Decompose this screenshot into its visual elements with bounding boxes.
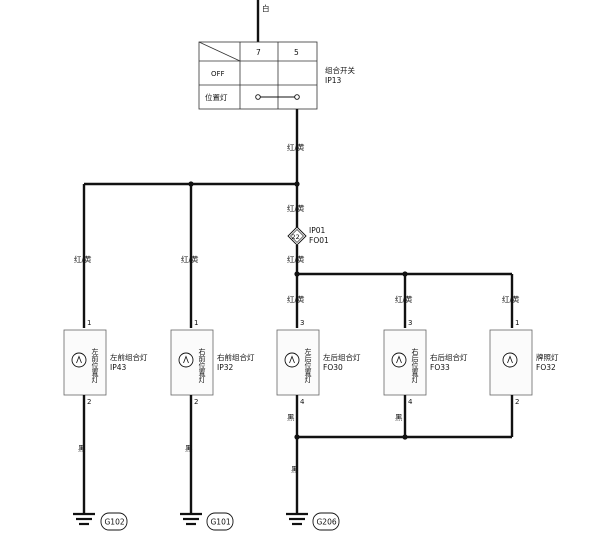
- wire-color-to-connector: 红/黄: [287, 203, 305, 213]
- ground-icon: [73, 512, 95, 526]
- lamp-pin-out: 2: [515, 398, 519, 406]
- lamp-bulb-icon: [284, 352, 300, 368]
- ground-label-g206: G206: [312, 512, 340, 531]
- lamp-code: IP32: [217, 363, 234, 372]
- switch-row-position-light: 位置灯: [205, 92, 228, 102]
- lamp-code: FO32: [536, 363, 556, 372]
- wire-color-black: 黑: [78, 444, 86, 453]
- lamp-bulb-icon: [391, 352, 407, 368]
- connector-ip01-fo01: 22: [287, 226, 307, 246]
- ground-icon: [180, 512, 202, 526]
- lamp-code: FO30: [323, 363, 343, 372]
- wire-color-lamp-5-in: 红/黄: [502, 294, 520, 304]
- lamp-pin-out: 2: [194, 398, 198, 406]
- connector-number: 22: [292, 233, 300, 241]
- svg-text:G206: G206: [317, 518, 337, 527]
- wire-color-rear-feed: 红/黄: [287, 254, 305, 264]
- switch-contact-left: [255, 94, 261, 100]
- lamp-bulb-icon: [502, 352, 518, 368]
- ground-label-g101: G101: [206, 512, 234, 531]
- wire-color-black: 黑: [287, 413, 295, 422]
- lamp-name: 左后组合灯: [323, 352, 361, 362]
- junction-dot: [402, 434, 408, 440]
- input-wire-color: 白: [262, 3, 270, 13]
- lamp-code: IP43: [110, 363, 127, 372]
- lamp-pin-in: 3: [300, 319, 304, 327]
- lamp-label-vertical: 左后位置灯: [304, 347, 312, 384]
- wire-color-lamp-1-in: 红/黄: [74, 254, 92, 264]
- lamp-name: 右后组合灯: [430, 352, 468, 362]
- lamp-right-front: 右前位置灯 1 2: [170, 319, 214, 406]
- lamp-bulb-icon: [71, 352, 87, 368]
- lamp-pin-out: 2: [87, 398, 91, 406]
- lamp-pin-out: 4: [300, 398, 305, 406]
- lamp-label-vertical: 左前位置灯: [91, 347, 99, 384]
- switch-row-off: OFF: [211, 70, 225, 78]
- lamp-pin-in: 3: [408, 319, 412, 327]
- svg-text:G102: G102: [105, 518, 125, 527]
- lamp-right-rear: 右后位置灯 3 4: [383, 319, 427, 406]
- lamp-pin-out: 4: [408, 398, 413, 406]
- ground-icon: [286, 512, 308, 526]
- lamp-label-vertical: 右后位置灯: [411, 347, 419, 384]
- switch-name: 组合开关: [325, 65, 355, 75]
- lamp-pin-in: 1: [515, 319, 519, 327]
- switch-pin-7: 7: [256, 48, 261, 57]
- switch-contact-right: [294, 94, 300, 100]
- switch-pin-5: 5: [294, 48, 299, 57]
- lamp-pin-in: 1: [194, 319, 198, 327]
- lamp-name: 左前组合灯: [110, 352, 148, 362]
- ground-label-g102: G102: [100, 512, 128, 531]
- connector-code-b: FO01: [309, 236, 329, 245]
- svg-text:G101: G101: [211, 518, 231, 527]
- lamp-left-front: 左前位置灯 1 2: [63, 319, 107, 406]
- lamp-license-plate: 1 2: [489, 319, 533, 406]
- switch-code: IP13: [325, 76, 342, 85]
- lamp-pin-in: 1: [87, 319, 91, 327]
- lamp-label-vertical: 右前位置灯: [198, 347, 206, 384]
- junction-dot: [294, 434, 300, 440]
- lamp-name: 右前组合灯: [217, 352, 255, 362]
- junction-dot: [294, 271, 300, 277]
- wire-color-lamp-3-in: 红/黄: [287, 294, 305, 304]
- combination-switch: 7 5 OFF 位置灯: [198, 41, 318, 110]
- wire-color-lamp-4-in: 红/黄: [395, 294, 413, 304]
- lamp-code: FO33: [430, 363, 450, 372]
- lamp-name: 牌照灯: [536, 352, 559, 362]
- wire-color-black: 黑: [185, 444, 193, 453]
- wire-color-switch-out: 红/黄: [287, 142, 305, 152]
- lamp-left-rear: 左后位置灯 3 4: [276, 319, 320, 406]
- wire-color-lamp-2-in: 红/黄: [181, 254, 199, 264]
- lamp-bulb-icon: [178, 352, 194, 368]
- connector-code-a: IP01: [309, 226, 326, 235]
- wire-color-black: 黑: [395, 413, 403, 422]
- junction-dot: [294, 181, 300, 187]
- wire-color-black: 黑: [291, 465, 299, 474]
